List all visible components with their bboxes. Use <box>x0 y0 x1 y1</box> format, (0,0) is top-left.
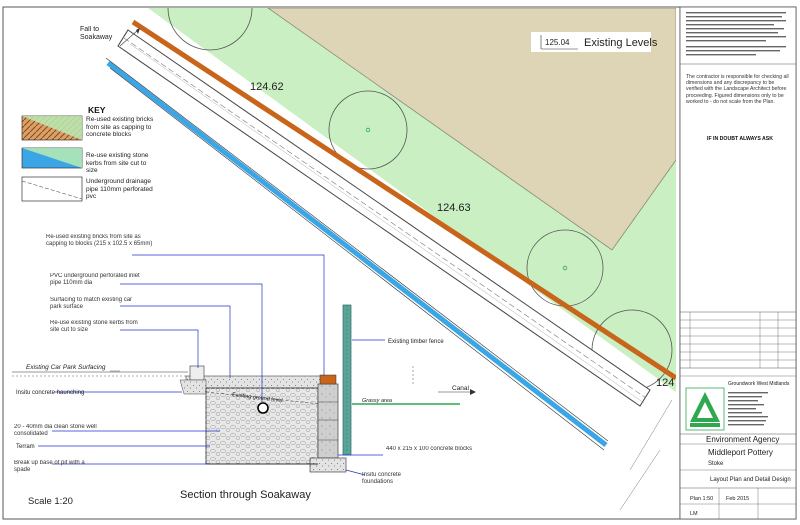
title-block <box>679 6 797 520</box>
perforated-pipe <box>257 402 269 414</box>
brick-capping <box>131 19 676 381</box>
drawing-title: Layout Plan and Detail Design <box>710 477 791 483</box>
level-label-124-63: 124.63 <box>437 202 471 214</box>
timber-fence-post <box>342 304 352 456</box>
label-break-up-base: Break up base of pit with a spade <box>14 460 85 473</box>
key-swatch-pipe <box>21 176 83 202</box>
drawn-by: LM <box>690 511 698 517</box>
company-details <box>728 392 768 426</box>
key-panel: KEY <box>20 101 150 211</box>
scale-label: Scale 1:20 <box>28 496 73 507</box>
label-haunching: Insitu concrete haunching <box>16 390 84 396</box>
level-marker-value: 125.04 <box>545 38 570 47</box>
contractor-notes-bold: IF IN DOUBT ALWAYS ASK <box>707 136 773 142</box>
label-timber-fence: Existing timber fence <box>388 339 444 345</box>
soakaway-trench <box>117 29 651 407</box>
fall-to-soakaway-label: Fall to Soakaway <box>80 26 113 41</box>
concrete-block-wall <box>317 383 339 459</box>
plan-view <box>105 8 676 511</box>
concrete-haunching <box>179 379 207 395</box>
level-label-124-62: 124.62 <box>250 81 284 93</box>
section-title: Section through Soakaway <box>180 489 311 501</box>
concrete-foundation <box>309 457 347 473</box>
key-title: KEY <box>88 105 106 115</box>
label-car-park-surfacing: Existing Car Park Surfacing <box>26 364 106 371</box>
key-item-1: Re-used existing bricks from site as cap… <box>86 116 154 138</box>
groundwork-logo <box>685 387 725 431</box>
section-drawing <box>12 254 460 476</box>
label-stone-fill: 20 - 40mm dia clean stone well consolida… <box>14 424 97 437</box>
section-brick-capping <box>319 374 337 385</box>
label-grassy-area: Grassy area <box>362 398 392 404</box>
label-canal: Canal <box>452 385 470 392</box>
label-terram: Terram <box>16 444 35 450</box>
note-pvc-pipe: PVC underground perforated inlet pipe 11… <box>50 273 140 286</box>
drawing-date: Feb 2015 <box>726 496 749 502</box>
level-label-124: 124 <box>656 377 674 389</box>
footpath <box>267 8 676 251</box>
project-location: Stoke <box>708 461 724 467</box>
key-item-2: Re-use existing stone kerbs from site cu… <box>86 152 149 172</box>
surfacing-layer <box>185 375 323 389</box>
label-foundations: Insitu concrete foundations <box>362 472 402 485</box>
drain-pipe-line <box>123 37 647 399</box>
stone-kerb <box>106 61 608 447</box>
drawing-scale: Plan 1:50 <box>690 496 713 502</box>
label-concrete-blocks: 440 x 215 x 100 concrete blocks <box>386 446 473 452</box>
levels-legend <box>531 32 651 52</box>
key-item-3: Underground drainage pipe 110mm perforat… <box>86 178 153 200</box>
tree-canopy <box>167 8 253 51</box>
note-stone-kerbs: Re-use existing stone kerbs from site cu… <box>50 320 138 333</box>
contractor-notes: The contractor is responsible for checki… <box>686 74 789 105</box>
levels-legend-label: Existing Levels <box>584 37 658 49</box>
section-kerb <box>189 365 205 381</box>
project-name: Middleport Pottery <box>708 448 773 457</box>
leader-lines <box>38 254 385 476</box>
client-name: Environment Agency <box>706 435 779 444</box>
canal-arrow-head <box>470 389 476 395</box>
note-reused-bricks: Re-used existing bricks from site as cap… <box>46 234 153 247</box>
note-surfacing: Surfacing to match existing car park sur… <box>50 297 133 310</box>
company-name: Groundwork West Midlands <box>728 381 790 387</box>
tree-canopy <box>328 90 408 170</box>
